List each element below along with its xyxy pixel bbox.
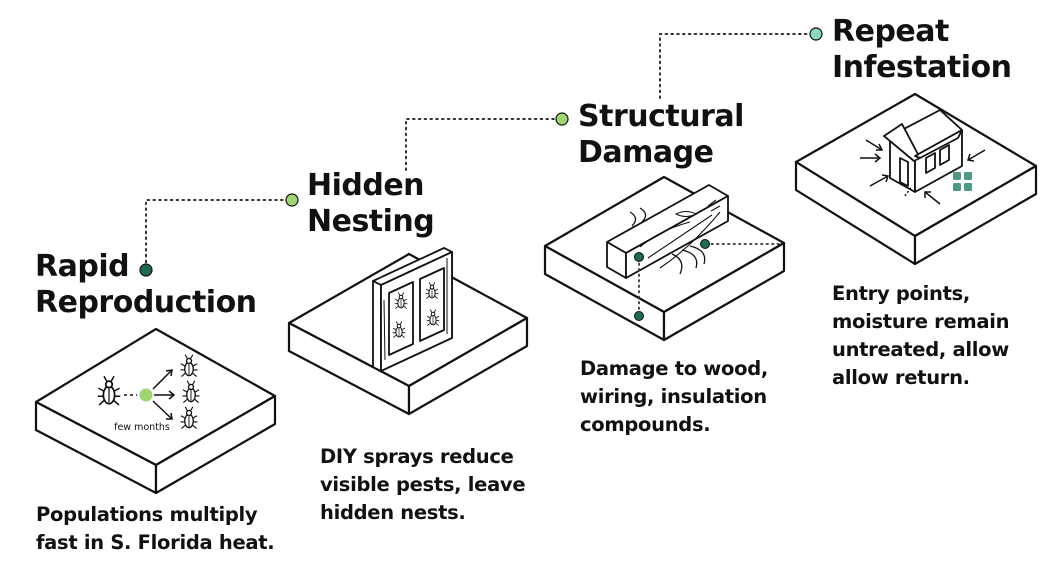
damage-callouts — [638, 243, 784, 314]
step-1-marker — [139, 263, 153, 277]
damage-point-3 — [634, 311, 644, 321]
step-4-desc-line-2: moisture remain — [832, 310, 1010, 333]
step-1-description: Populations multiply fast in S. Florida … — [36, 501, 275, 557]
step-2-title-line-1: Hidden — [307, 168, 425, 203]
house-icon — [883, 109, 963, 193]
step-3-platform — [543, 175, 786, 342]
connector-lines — [145, 33, 814, 269]
connector-1-2 — [145, 199, 291, 269]
multiply-dot — [139, 388, 153, 402]
step-2-platform — [287, 252, 529, 416]
step-3-desc-line-1: Damage to wood, — [580, 357, 768, 380]
step-1-desc-line-1: Populations multiply — [36, 503, 258, 526]
few-months-label: few months — [114, 422, 170, 433]
step-4-desc-line-4: allow return. — [832, 366, 970, 389]
damage-point-2 — [700, 239, 710, 249]
connector-3-4 — [659, 33, 814, 99]
connector-2-3 — [405, 118, 561, 171]
step-2-title-line-2: Nesting — [307, 204, 435, 239]
step-2-title: Hidden Nesting — [307, 168, 435, 240]
step-3-title-line-2: Damage — [578, 135, 714, 170]
step-3-marker — [555, 112, 569, 126]
step-2-description: DIY sprays reduce visible pests, leave h… — [320, 443, 526, 527]
step-4-desc-line-1: Entry points, — [832, 282, 970, 305]
window-frame-icon — [372, 247, 453, 372]
step-4-title-line-2: Infestation — [832, 50, 1012, 85]
step-1-title-line-2: Reproduction — [35, 285, 257, 320]
step-1-title-line-1: Rapid — [35, 249, 130, 284]
step-3-title-line-1: Structural — [578, 99, 744, 134]
step-1-platform — [34, 327, 277, 495]
wire-strands — [629, 207, 706, 275]
step-3-desc-line-2: wiring, insulation — [580, 385, 767, 408]
step-4-description: Entry points, moisture remain untreated,… — [832, 280, 1010, 392]
step-4-marker — [809, 27, 823, 41]
step-4-title: Repeat Infestation — [832, 14, 1012, 86]
step-3-desc-line-3: compounds. — [580, 413, 711, 436]
step-2-desc-line-3: hidden nests. — [320, 501, 466, 524]
growth-arrows — [124, 369, 176, 420]
entry-arrows — [860, 139, 986, 205]
wood-beam-icon — [606, 184, 729, 279]
step-3-title: Structural Damage — [578, 99, 744, 171]
step-4-desc-line-3: untreated, allow — [832, 338, 1009, 361]
step-2-desc-line-2: visible pests, leave — [320, 473, 526, 496]
step-4-title-line-1: Repeat — [832, 14, 949, 49]
step-2-marker — [285, 193, 299, 207]
step-3-description: Damage to wood, wiring, insulation compo… — [580, 355, 768, 439]
step-2-desc-line-1: DIY sprays reduce — [320, 445, 514, 468]
damage-point-1 — [634, 252, 644, 262]
step-1-desc-line-2: fast in S. Florida heat. — [36, 531, 275, 554]
step-1-title: Rapid Reproduction — [35, 249, 257, 321]
window-grid-icon — [953, 172, 972, 191]
